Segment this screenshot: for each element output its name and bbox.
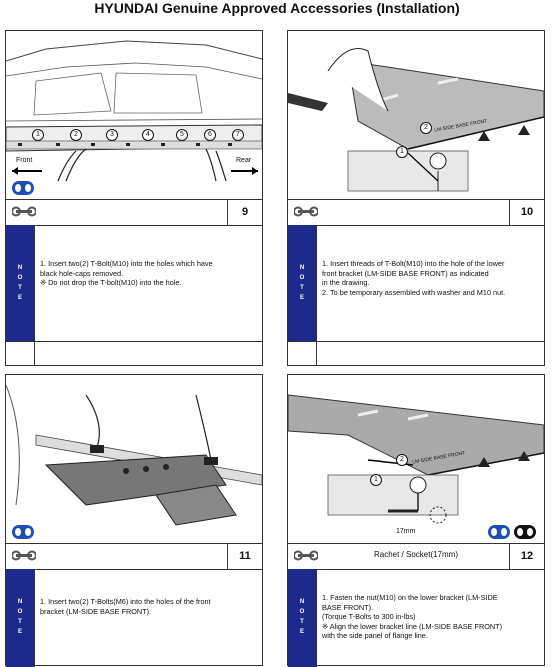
note-letter: O xyxy=(299,275,305,281)
note-line: ※ Do not drop the T-bolt(M10) into the h… xyxy=(40,278,182,288)
callout-5: 5 xyxy=(176,129,188,141)
step-number: 9 xyxy=(227,199,262,225)
note-letter: O xyxy=(299,609,305,615)
view-icon xyxy=(514,525,536,539)
step-panel-11: 11 N O T E 1. Insert two(2) T-Bolts(M6) … xyxy=(5,374,263,667)
tool-row: 9 xyxy=(6,199,262,226)
note-section: N O T E 1. Insert two(2) T-Bolts(M6) int… xyxy=(6,569,262,667)
note-letter: N xyxy=(17,599,23,605)
note-letter: T xyxy=(300,619,304,625)
note-letter: T xyxy=(300,285,304,291)
note-line: bracket (LM-SIDE BASE FRONT). xyxy=(40,606,152,616)
tool-row: 10 xyxy=(288,199,544,226)
note-section: N O T E 1. Insert threads of T-Bolt(M10)… xyxy=(288,225,544,342)
note-letter: N xyxy=(299,599,305,605)
wrench-icon xyxy=(12,550,36,561)
t-bolt-insert-drawing xyxy=(6,384,262,526)
step-illustration: 2 1 LM-SIDE BASE FRONT xyxy=(288,31,544,200)
wrench-icon xyxy=(12,206,36,217)
view-icon xyxy=(12,525,34,539)
tool-row: Rachet / Socket(17mm) 12 xyxy=(288,543,544,570)
callout-2: 2 xyxy=(420,122,432,134)
callout-2: 2 xyxy=(70,129,82,141)
note-text: 1. Insert two(2) T-Bolts(M6) into the ho… xyxy=(40,597,256,616)
note-text: 1. Fasten the nut(M10) on the lower brac… xyxy=(322,593,538,641)
note-line: front bracket (LM-SIDE BASE FRONT) as in… xyxy=(322,268,489,278)
page-title: HYUNDAI Genuine Approved Accessories (In… xyxy=(94,0,460,16)
tool-name: Rachet / Socket(17mm) xyxy=(373,550,459,559)
view-icon xyxy=(488,525,510,539)
note-line: black hole-caps removed. xyxy=(40,268,124,278)
note-line: with the side panel of flange line. xyxy=(322,631,428,641)
step-panel-9: 1 2 3 4 5 6 7 Front Rear 9 N O T E 1. In… xyxy=(5,30,263,366)
note-sidebar: N O T E xyxy=(6,569,35,667)
note-letter: E xyxy=(17,295,22,301)
step-number: 11 xyxy=(227,543,262,569)
callout-3: 3 xyxy=(106,129,118,141)
note-letter: N xyxy=(17,265,23,271)
note-sidebar: N O T E xyxy=(288,569,317,667)
step-number: 10 xyxy=(509,199,544,225)
step-number: 12 xyxy=(509,543,544,569)
wrench-icon xyxy=(294,550,318,561)
note-letter: N xyxy=(299,265,305,271)
nut-fasten-drawing xyxy=(288,394,544,524)
front-label: Front xyxy=(16,157,33,164)
note-sidebar: N O T E xyxy=(6,225,35,341)
note-section: N O T E 1. Insert two(2) T-Bolt(M10) int… xyxy=(6,225,262,342)
callout-1: 1 xyxy=(32,129,44,141)
step-illustration xyxy=(6,375,262,544)
note-sidebar: N O T E xyxy=(288,225,317,341)
step-panel-12: 2 1 LM-SIDE BASE FRONT 17mm Rachet / Soc… xyxy=(287,374,545,667)
note-line: BASE FRONT). xyxy=(322,602,374,612)
note-letter: O xyxy=(17,609,23,615)
callout-4: 4 xyxy=(142,129,154,141)
bracket-install-drawing xyxy=(288,48,544,192)
step-illustration: 2 1 LM-SIDE BASE FRONT 17mm xyxy=(288,375,544,544)
note-letter: T xyxy=(18,285,22,291)
note-letter: T xyxy=(18,619,22,625)
wrench-icon xyxy=(294,206,318,217)
note-letter: E xyxy=(17,629,22,635)
note-line: in the drawing. xyxy=(322,278,370,288)
note-line: 1. Fasten the nut(M10) on the lower brac… xyxy=(322,593,498,602)
tool-row: 11 xyxy=(6,543,262,570)
note-line: 1. Insert two(2) T-Bolt(M10) into the ho… xyxy=(40,259,213,268)
note-letter: E xyxy=(299,629,304,635)
note-line: (Torque T-Bolts to 300 in-lbs) xyxy=(322,612,416,622)
note-text: 1. Insert two(2) T-Bolt(M10) into the ho… xyxy=(40,259,256,288)
note-line: 2. To be temporary assembled with washer… xyxy=(322,287,506,297)
step-panel-10: 2 1 LM-SIDE BASE FRONT 10 N O T E 1. Ins… xyxy=(287,30,545,366)
note-text: 1. Insert threads of T-Bolt(M10) into th… xyxy=(322,259,538,297)
callout-2: 2 xyxy=(396,454,408,466)
socket-size-label: 17mm xyxy=(396,528,416,535)
view-icon xyxy=(12,181,34,195)
callout-1: 1 xyxy=(370,474,382,486)
callout-1: 1 xyxy=(396,146,408,158)
note-line: 1. Insert threads of T-Bolt(M10) into th… xyxy=(322,259,505,268)
step-illustration: 1 2 3 4 5 6 7 Front Rear xyxy=(6,31,262,200)
callout-7: 7 xyxy=(232,129,244,141)
note-letter: O xyxy=(17,275,23,281)
note-line: ※ Align the lower bracket line (LM-SIDE … xyxy=(322,621,503,631)
note-letter: E xyxy=(299,295,304,301)
note-line: 1. Insert two(2) T-Bolts(M6) into the ho… xyxy=(40,597,211,606)
footer-row xyxy=(6,341,262,365)
footer-row xyxy=(288,341,544,365)
note-section: N O T E 1. Fasten the nut(M10) on the lo… xyxy=(288,569,544,667)
car-side-drawing xyxy=(6,40,262,182)
callout-6: 6 xyxy=(204,129,216,141)
rear-label: Rear xyxy=(236,157,252,164)
